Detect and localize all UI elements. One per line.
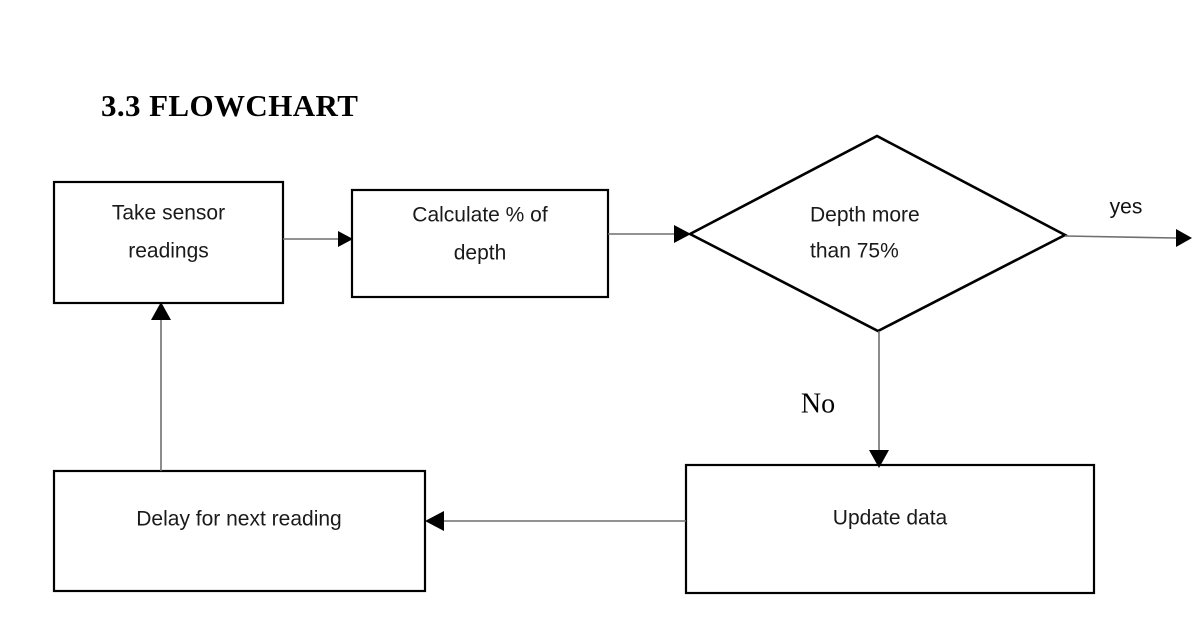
node-update-data-label: Update data — [833, 507, 948, 530]
edge-calculate-to-decision — [608, 225, 691, 243]
node-take-sensor-readings-shape — [52, 180, 285, 305]
node-calculate-percent-depth-line-2: depth — [454, 242, 507, 265]
edge-calculate-to-decision-arrowhead — [674, 225, 691, 243]
edge-update-to-delay-arrowhead — [425, 511, 444, 531]
node-update-data[interactable]: Update data — [684, 463, 1096, 595]
node-delay-for-next-reading[interactable]: Delay for next reading — [52, 469, 427, 593]
edge-label-yes: yes — [1110, 196, 1143, 219]
edge-decision-no-arrowhead — [869, 450, 889, 468]
edge-decision-no: No — [801, 331, 889, 468]
page-title: 3.3 FLOWCHART — [101, 88, 359, 123]
edge-readings-to-calculate-arrowhead — [338, 231, 353, 247]
edge-decision-yes: yes — [1064, 196, 1192, 247]
node-calculate-percent-depth-line-1: Calculate % of — [412, 204, 548, 227]
node-depth-more-than-75-shape — [687, 134, 1068, 333]
node-delay-for-next-reading-label: Delay for next reading — [136, 508, 341, 531]
edge-decision-yes-arrowhead — [1176, 229, 1192, 247]
edge-delay-to-readings-arrowhead — [151, 302, 171, 320]
node-delay-for-next-reading-shape — [52, 469, 427, 593]
node-calculate-percent-depth[interactable]: Calculate % of depth — [350, 188, 610, 299]
edge-delay-to-readings — [151, 302, 171, 471]
node-depth-more-than-75-line-2: than 75% — [810, 240, 899, 263]
node-depth-more-than-75-line-1: Depth more — [810, 204, 920, 227]
node-take-sensor-readings-line-2: readings — [128, 240, 209, 263]
node-take-sensor-readings-line-1: Take sensor — [112, 202, 225, 225]
node-depth-more-than-75[interactable]: Depth more than 75% — [687, 134, 1068, 333]
node-take-sensor-readings[interactable]: Take sensor readings — [52, 180, 285, 305]
node-calculate-percent-depth-shape — [350, 188, 610, 299]
edge-label-no: No — [801, 388, 835, 419]
edge-decision-yes-line — [1064, 235, 1177, 239]
edge-readings-to-calculate — [283, 231, 353, 247]
node-update-data-shape — [684, 463, 1096, 595]
edge-update-to-delay — [425, 511, 686, 531]
